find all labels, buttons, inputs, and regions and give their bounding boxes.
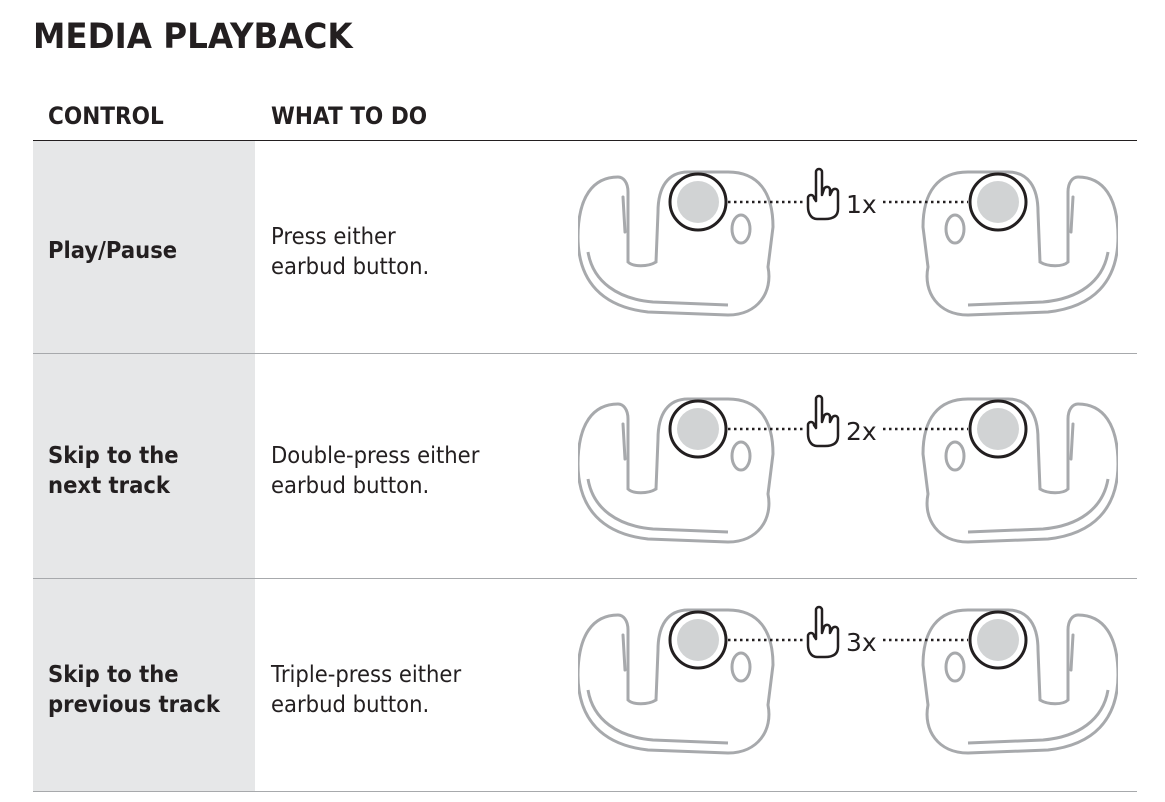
control-label: Play/Pause bbox=[48, 236, 177, 266]
press-count: 3x bbox=[846, 628, 877, 657]
earbud-left-icon bbox=[578, 608, 775, 755]
earbud-press-illustration: 1x bbox=[578, 167, 1118, 317]
control-label-line: Skip to the bbox=[48, 443, 179, 469]
what-to-do-line: Triple-press either bbox=[271, 662, 462, 688]
control-label-line: Skip to the bbox=[48, 662, 179, 688]
header-rule bbox=[33, 140, 1137, 141]
what-to-do-line: earbud button. bbox=[271, 473, 430, 499]
earbud-right-icon bbox=[921, 170, 1118, 317]
what-to-do-label: Double-press either earbud button. bbox=[271, 441, 479, 501]
row-divider bbox=[33, 353, 1137, 354]
earbud-right-icon bbox=[921, 608, 1118, 755]
press-count: 2x bbox=[846, 417, 877, 446]
table-row: Skip to the previous track Triple-press … bbox=[33, 579, 1137, 792]
earbud-press-illustration: 3x bbox=[578, 605, 1118, 755]
what-to-do-line: Double-press either bbox=[271, 443, 480, 469]
control-cell bbox=[33, 354, 255, 579]
what-to-do-line: earbud button. bbox=[271, 692, 430, 718]
table-row: Play/Pause Press either earbud button. 1… bbox=[33, 141, 1137, 354]
earbud-left-icon bbox=[578, 397, 775, 544]
control-cell bbox=[33, 141, 255, 354]
earbud-right-icon bbox=[921, 397, 1118, 544]
press-count: 1x bbox=[846, 190, 877, 219]
table-row: Skip to the next track Double-press eith… bbox=[33, 354, 1137, 579]
column-header-control: CONTROL bbox=[48, 102, 164, 130]
hand-press-icon bbox=[806, 394, 840, 448]
control-label-line: next track bbox=[48, 473, 171, 499]
control-cell bbox=[33, 579, 255, 792]
what-to-do-line: Press either bbox=[271, 224, 396, 250]
what-to-do-label: Press either earbud button. bbox=[271, 222, 429, 282]
earbud-left-icon bbox=[578, 170, 775, 317]
what-to-do-label: Triple-press either earbud button. bbox=[271, 660, 461, 720]
hand-press-icon bbox=[806, 167, 840, 221]
control-label: Skip to the next track bbox=[48, 441, 179, 501]
column-header-what-to-do: WHAT TO DO bbox=[271, 102, 428, 130]
hand-press-icon bbox=[806, 605, 840, 659]
earbud-press-illustration: 2x bbox=[578, 394, 1118, 544]
page-title: MEDIA PLAYBACK bbox=[33, 17, 353, 57]
what-to-do-line: earbud button. bbox=[271, 254, 430, 280]
control-label-line: Play/Pause bbox=[48, 238, 178, 264]
control-label-line: previous track bbox=[48, 692, 220, 718]
row-divider bbox=[33, 578, 1137, 579]
control-label: Skip to the previous track bbox=[48, 660, 220, 720]
row-divider bbox=[33, 791, 1137, 792]
